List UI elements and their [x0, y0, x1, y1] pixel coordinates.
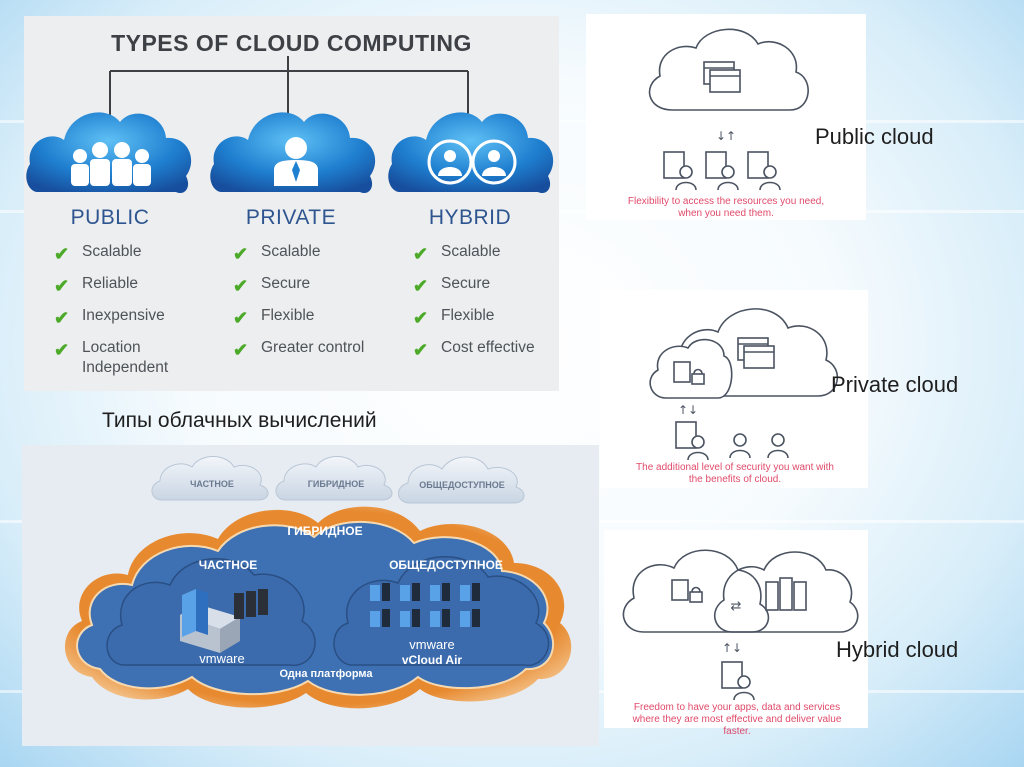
check-icon: ✔	[233, 276, 249, 296]
user-doc-icon	[675, 421, 709, 461]
server-icon	[779, 577, 793, 611]
cloud-outline	[648, 28, 809, 111]
datacenter-icon	[180, 589, 268, 653]
platform-label: Одна платформа	[279, 668, 373, 680]
check-icon: ✔	[54, 244, 70, 264]
vmware-hybrid-panel: ЧАСТНОЕ ГИБРИДНОЕ ОБЩЕДОСТУПНОЕ ГИБРИДНО…	[22, 445, 599, 746]
feature-item: ✔Location Independent	[54, 339, 169, 376]
connector-lines	[109, 56, 469, 116]
check-icon: ✔	[413, 340, 429, 360]
check-icon: ✔	[233, 308, 249, 328]
feature-item: ✔Flexible	[413, 307, 495, 328]
small-cloud-public: ОБЩЕДОСТУПНОЕ	[398, 456, 525, 504]
public-cloud-label: Public cloud	[815, 124, 934, 149]
check-icon: ✔	[54, 276, 70, 296]
public-big-label: ОБЩЕДОСТУПНОЕ	[389, 558, 503, 572]
feature-item: ✔Flexible	[233, 307, 315, 328]
big-hybrid-cloud	[64, 506, 572, 709]
hybrid-big-label: ГИБРИДНОЕ	[287, 524, 362, 538]
server-grid-icon	[370, 583, 480, 627]
feature-item: ✔Cost effective	[413, 339, 535, 360]
check-icon: ✔	[54, 340, 70, 360]
cloud-types-panel: TYPES OF CLOUD COMPUTING	[24, 16, 559, 391]
user-icon	[729, 433, 751, 459]
user-doc-icon	[747, 151, 781, 191]
hybrid-cloud-diagram: ⇄ ↑↓	[622, 549, 859, 701]
feature-item: ✔Inexpensive	[54, 307, 165, 328]
private-cloud-panel: ↑↓ The additional level of security you …	[600, 290, 868, 488]
russian-caption: Типы облачных вычислений	[102, 409, 377, 432]
feature-item: ✔Secure	[233, 275, 311, 296]
small-cloud-hybrid: ГИБРИДНОЕ	[275, 456, 393, 501]
sync-arrows-icon: ↑↓	[678, 403, 698, 417]
hybrid-caption: Freedom to have your apps, data and serv…	[632, 702, 842, 737]
left-cloud-outline	[622, 549, 770, 633]
check-icon: ✔	[233, 244, 249, 264]
feature-item: ✔Reliable	[54, 275, 139, 296]
hybrid-cloud-panel: ⇄ ↑↓ Freedom to have your apps, data and…	[604, 530, 868, 737]
vmware-diagram: ЧАСТНОЕ ГИБРИДНОЕ ОБЩЕДОСТУПНОЕ ГИБРИДНО…	[64, 456, 572, 709]
private-big-label: ЧАСТНОЕ	[199, 558, 258, 572]
sync-arrows-icon: ↑↓	[722, 641, 742, 655]
doc-icon	[673, 361, 691, 383]
swap-arrows-icon: ⇄	[731, 599, 742, 614]
check-icon: ✔	[54, 308, 70, 328]
feature-item: ✔Secure	[413, 275, 491, 296]
vmware-logo-public: vmware	[409, 637, 455, 652]
cloud-icons-diagram	[26, 56, 554, 194]
check-icon: ✔	[413, 244, 429, 264]
hybrid-title: HYBRID	[428, 206, 512, 229]
user-icon	[767, 433, 789, 459]
svg-text:ЧАСТНОЕ: ЧАСТНОЕ	[190, 479, 234, 489]
sync-arrows-icon: ↓↑	[716, 129, 736, 143]
private-caption: The additional level of security you wan…	[636, 462, 834, 485]
hybrid-features: ✔Scalable ✔Secure ✔Flexible ✔Cost effect…	[411, 242, 581, 370]
feature-item: ✔Scalable	[233, 243, 321, 264]
public-caption: Flexibility to access the resources you …	[627, 196, 825, 219]
user-doc-icon	[663, 151, 697, 191]
feature-item: ✔Greater control	[233, 339, 365, 360]
private-cloud-diagram: ↑↓	[649, 308, 839, 461]
vmware-logo-private: vmware	[199, 651, 245, 666]
window-icon	[743, 345, 775, 369]
user-doc-icon	[705, 151, 739, 191]
types-title: TYPES OF CLOUD COMPUTING	[111, 30, 472, 56]
check-icon: ✔	[413, 276, 429, 296]
public-features: ✔Scalable ✔Reliable ✔Inexpensive ✔Locati…	[52, 242, 222, 378]
lock-icon	[689, 591, 703, 603]
lock-icon	[691, 373, 705, 385]
small-cloud-private: ЧАСТНОЕ	[151, 456, 269, 501]
user-doc-icon	[721, 661, 755, 701]
private-cloud-icon	[210, 112, 376, 194]
vcloud-air-label: vCloud Air	[402, 653, 463, 667]
public-cloud-icon	[26, 112, 192, 194]
public-title: PUBLIC	[70, 206, 150, 229]
private-title: PRIVATE	[245, 206, 337, 229]
check-icon: ✔	[413, 308, 429, 328]
hybrid-cloud-icon	[388, 112, 554, 194]
small-cloud-outline	[649, 338, 733, 399]
private-features: ✔Scalable ✔Secure ✔Flexible ✔Greater con…	[231, 242, 401, 370]
server-icon	[793, 581, 807, 611]
public-cloud-diagram: ↓↑	[648, 28, 809, 191]
hybrid-cloud-label: Hybrid cloud	[836, 637, 959, 662]
window-icon	[709, 69, 741, 93]
right-cloud-outline	[713, 551, 859, 633]
feature-item: ✔Scalable	[413, 243, 501, 264]
doc-icon	[671, 579, 689, 601]
check-icon: ✔	[233, 340, 249, 360]
public-cloud-panel: ↓↑ Flexibility to access the resources y…	[586, 14, 866, 220]
feature-item: ✔Scalable	[54, 243, 142, 264]
svg-text:ОБЩЕДОСТУПНОЕ: ОБЩЕДОСТУПНОЕ	[419, 480, 504, 490]
private-cloud-label: Private cloud	[831, 372, 959, 397]
server-icon	[765, 581, 779, 611]
svg-text:ГИБРИДНОЕ: ГИБРИДНОЕ	[308, 479, 364, 489]
